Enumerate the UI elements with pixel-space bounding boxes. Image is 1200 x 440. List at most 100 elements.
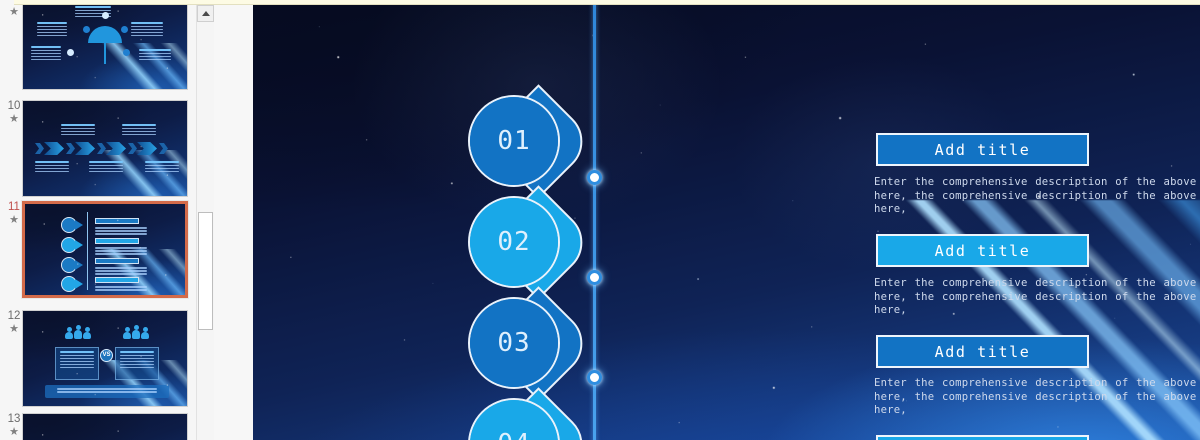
mini-chevron (44, 142, 64, 155)
step-number-02: 02 (497, 227, 531, 257)
mini-slide-chevrons (23, 101, 187, 196)
step-shape-01[interactable]: 01 (468, 83, 596, 199)
mini-title-bar-04 (95, 277, 139, 283)
mini-text-block (95, 247, 147, 256)
slide-editing-stage[interactable]: 01 Add title Enter the comprehensive des… (253, 5, 1200, 440)
step-shape-04[interactable]: 04 (468, 386, 596, 440)
step-body-text-02[interactable]: Enter the comprehensive description of t… (874, 277, 1200, 317)
slide-number-label: 13 (7, 413, 21, 425)
star-icon: ★ (9, 214, 19, 226)
umbrella-stem (104, 42, 106, 65)
chevron-up-icon (201, 11, 210, 16)
toolbar-bottom-edge (0, 0, 1200, 5)
slide-canvas[interactable]: 01 Add title Enter the comprehensive des… (253, 5, 1200, 440)
step-title-label: Add title (934, 140, 1031, 159)
mini-chevron-small (66, 143, 75, 154)
mini-step-tip (75, 240, 83, 250)
step-title-box-03[interactable]: Add title (876, 335, 1089, 368)
step-title-label: Add title (934, 342, 1031, 361)
mini-slide-timeline (25, 204, 185, 295)
mini-chevron-small (159, 143, 168, 154)
step-title-box-02[interactable]: Add title (876, 234, 1089, 267)
toolbar-left-gap (0, 0, 14, 5)
step-title-box-01[interactable]: Add title (876, 133, 1089, 166)
mini-compare-card-right (115, 347, 159, 380)
nebula-haze (253, 5, 1200, 440)
slide-number-11: 11 ★ (3, 201, 25, 227)
slide-preview-11-selected[interactable] (21, 200, 189, 299)
scrollbar-track[interactable] (197, 22, 214, 440)
thumbnail-pane-scrollbar[interactable] (196, 5, 214, 440)
mini-slide-umbrella (23, 5, 187, 89)
mini-chevron-small (97, 143, 106, 154)
mini-title-bar-03 (95, 258, 139, 264)
umbrella-icon (88, 26, 122, 66)
mini-title-bar-01 (95, 218, 139, 224)
step-body-text-03[interactable]: Enter the comprehensive description of t… (874, 377, 1200, 417)
mini-text-block (31, 46, 61, 62)
slide-number-label: 11 (8, 201, 20, 213)
star-icon: ★ (9, 323, 19, 335)
mini-text-block (95, 227, 147, 236)
mini-text-block (75, 6, 111, 19)
timeline-axis (593, 5, 596, 440)
star-icon: ★ (9, 113, 19, 125)
mini-text-block (95, 267, 147, 276)
timeline-node-dot-03 (587, 370, 602, 385)
timeline-node-dot-01 (587, 170, 602, 185)
mini-footer-bar (45, 385, 169, 398)
mini-compare-card-left (55, 347, 99, 380)
slide-preview-9[interactable] (22, 5, 188, 90)
slide-number-10: 10 ★ (3, 100, 25, 126)
step-body-text-01[interactable]: Enter the comprehensive description of t… (874, 176, 1200, 216)
starfield-bright (253, 5, 1200, 440)
mini-text-block (60, 351, 94, 370)
step-title-box-04[interactable]: Add title (876, 435, 1089, 440)
mini-text-block (122, 124, 156, 137)
mini-text-block (89, 161, 123, 174)
mini-node-dot (67, 49, 74, 56)
mini-text-block (139, 49, 171, 62)
slide-preview-10[interactable] (22, 100, 188, 197)
mini-chevron-small (35, 143, 44, 154)
mini-text-block (57, 388, 157, 394)
mini-text-block (120, 351, 154, 370)
mini-title-bar-02 (95, 238, 139, 244)
slide-number-9: 9 ★ (3, 5, 25, 19)
mini-chevron (75, 142, 95, 155)
slide-number-12: 12 ★ (3, 310, 25, 336)
mini-text-block (37, 22, 67, 38)
star-icon: ★ (9, 6, 19, 18)
star-icon: ★ (9, 426, 19, 438)
mini-step-tip (75, 279, 83, 289)
slide-thumbnail-pane[interactable]: 9 ★ (0, 5, 196, 440)
mini-text-block (145, 161, 179, 174)
mini-node-dot (123, 49, 130, 56)
scroll-up-button[interactable] (197, 5, 214, 22)
slide-preview-13[interactable] (22, 413, 188, 440)
umbrella-canopy (88, 26, 122, 44)
mini-slide-blank (23, 414, 187, 440)
step-number-03: 03 (497, 328, 531, 358)
step-shape-03[interactable]: 03 (468, 285, 596, 401)
slide-number-label: 10 (7, 100, 21, 112)
starfield-faint (253, 5, 1200, 440)
mini-node-dot (83, 26, 90, 33)
people-icon-left (65, 325, 91, 339)
mini-chevron (137, 142, 157, 155)
pane-divider[interactable] (213, 5, 253, 440)
mini-text-block (61, 124, 95, 137)
mini-text-block (95, 286, 147, 292)
scrollbar-thumb[interactable] (198, 212, 213, 330)
step-title-label: Add title (934, 241, 1031, 260)
slide-preview-12[interactable]: VS (22, 310, 188, 407)
timeline-node-dot-02 (587, 270, 602, 285)
step-number-01: 01 (497, 126, 531, 156)
vs-badge: VS (100, 349, 113, 362)
mini-text-block (131, 22, 163, 38)
mini-text-block (35, 161, 69, 174)
step-shape-02[interactable]: 02 (468, 184, 596, 300)
mini-step-tip (75, 260, 83, 270)
mini-chevron (106, 142, 126, 155)
